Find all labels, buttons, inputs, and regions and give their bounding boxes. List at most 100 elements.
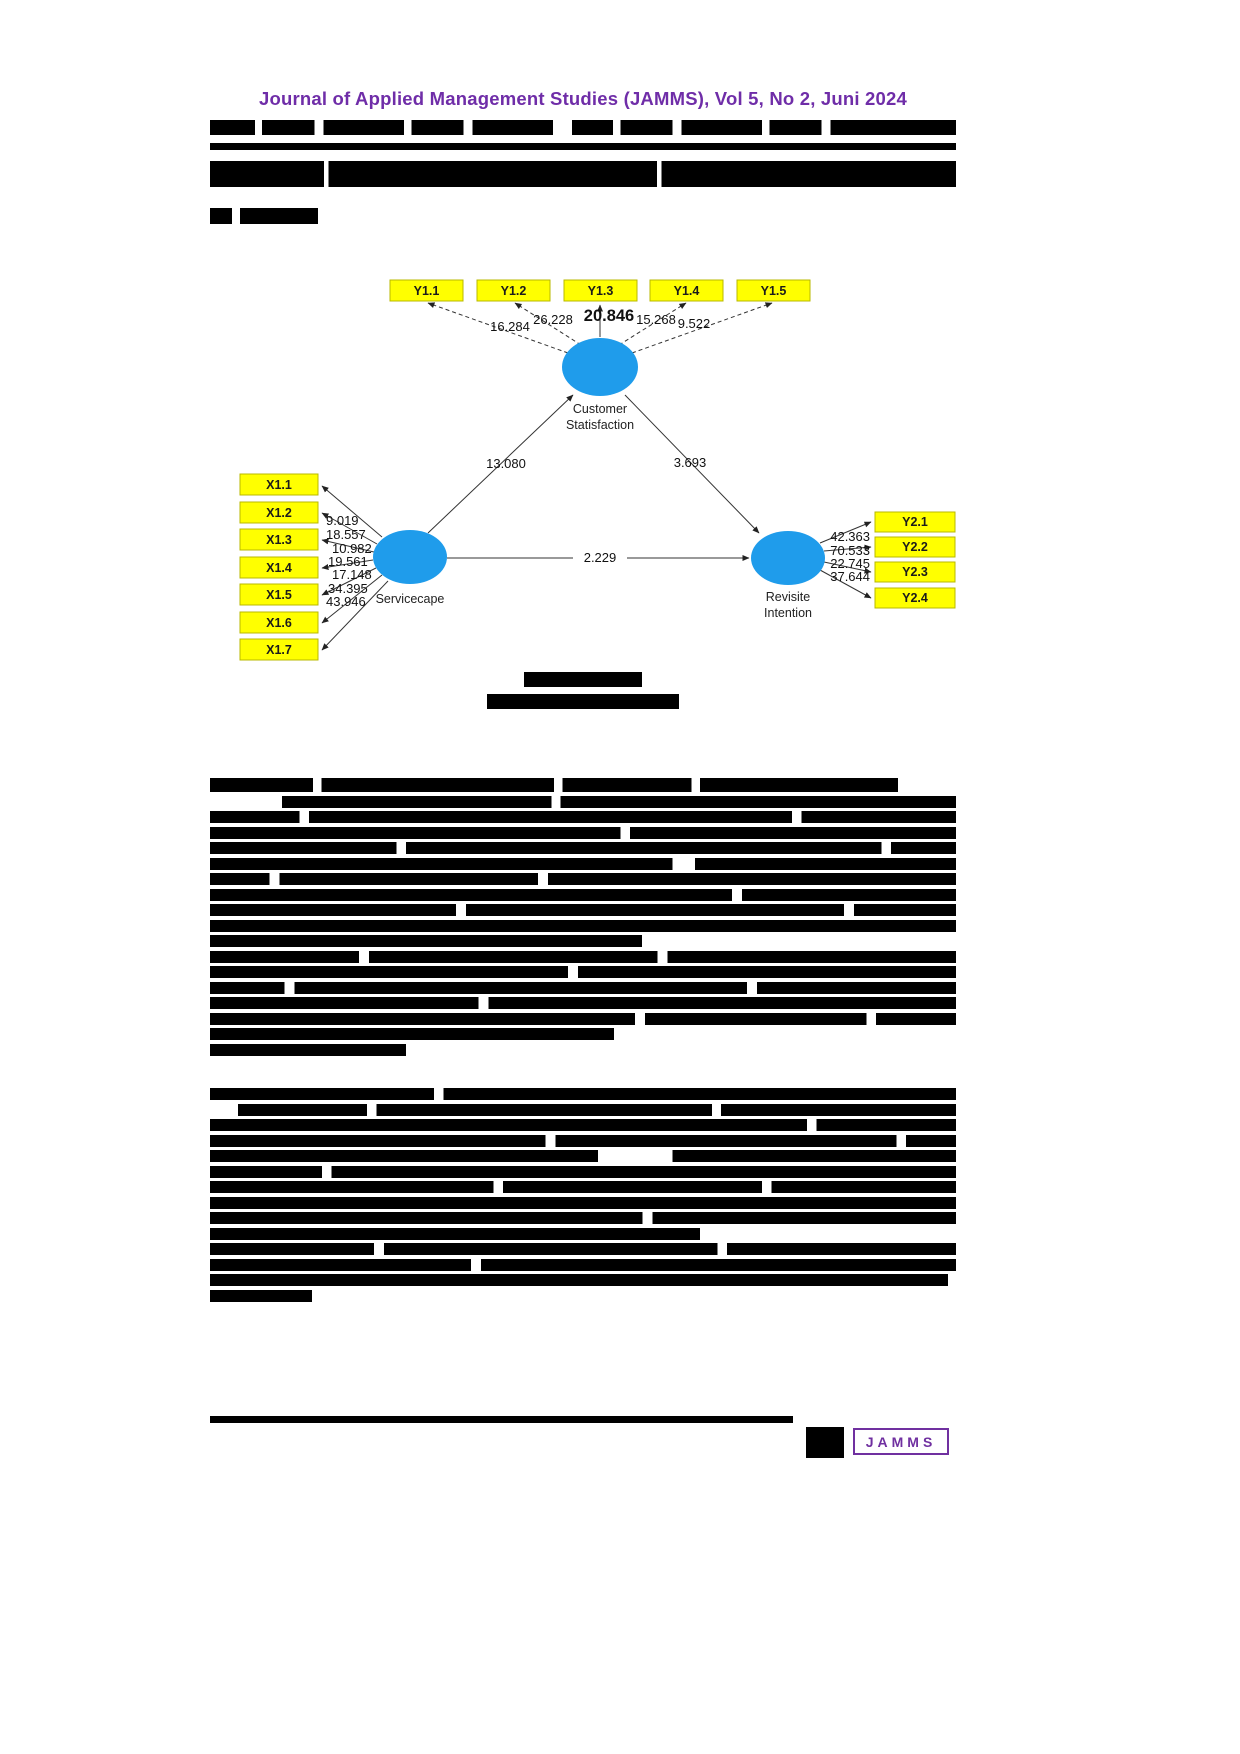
customer-to-y1-arrows — [427, 302, 773, 354]
redacted-page-number — [806, 1427, 844, 1458]
footer-rule — [210, 1416, 793, 1423]
path-value-bg — [573, 548, 627, 566]
redacted-text-line — [210, 904, 956, 916]
y1-2-value: 26.228 — [533, 312, 573, 327]
y1-2-label: Y1.2 — [501, 284, 527, 298]
redacted-heading-number — [210, 208, 232, 224]
y2-4-value: 37.644 — [830, 569, 870, 584]
y1-4-label: Y1.4 — [674, 284, 700, 298]
customer-label-line2: Statisfaction — [566, 418, 634, 432]
x1-5-box — [239, 583, 319, 606]
customer-satisfaction-construct — [562, 338, 638, 396]
redacted-text-line — [210, 981, 956, 994]
y1-5-box — [736, 279, 811, 302]
y1-3-value: 20.846 — [584, 307, 634, 325]
x1-2-box — [239, 501, 319, 524]
header-rule — [210, 143, 956, 150]
y2-2-label: Y2.2 — [902, 540, 928, 554]
y2-3-label: Y2.3 — [902, 565, 928, 579]
redacted-text-line — [210, 1134, 956, 1147]
x1-1-label: X1.1 — [266, 478, 292, 492]
x1-2-label: X1.2 — [266, 506, 292, 520]
redacted-text-line — [210, 1165, 956, 1178]
y2-3-box — [874, 561, 956, 583]
y2-4-label: Y2.4 — [902, 591, 928, 605]
x1-5-label: X1.5 — [266, 588, 292, 602]
redacted-text-line — [210, 826, 956, 839]
y2-indicator-boxes: Y2.1 Y2.2 Y2.3 Y2.4 — [874, 511, 956, 609]
journal-header-line: Journal of Applied Management Studies (J… — [258, 88, 908, 109]
page-column: Journal of Applied Management Studies (J… — [210, 0, 956, 1754]
redacted-text-line — [210, 1227, 700, 1240]
redacted-text-line — [210, 919, 956, 932]
x1-2-value: 18.557 — [326, 527, 366, 542]
y1-4-box — [649, 279, 724, 302]
sem-diagram-svg: Customer Statisfaction Servicecape Revis… — [239, 279, 956, 661]
y1-3-label: Y1.3 — [588, 284, 614, 298]
x1-6-value: 34.395 — [328, 581, 368, 596]
y1-indicator-boxes: Y1.1 Y1.2 Y1.3 Y1.4 Y1.5 — [389, 279, 811, 302]
redacted-text-line — [210, 935, 642, 947]
redacted-figure-number — [524, 672, 642, 687]
path-value-customer-revisite: 3.693 — [674, 455, 707, 470]
x1-4-box — [239, 556, 319, 579]
x1-4-value: 19.561 — [328, 554, 368, 569]
revisite-label-line1: Revisite — [766, 590, 811, 604]
x1-7-value: 43.946 — [326, 594, 366, 609]
redacted-section-heading — [210, 208, 318, 224]
x1-3-box — [239, 528, 319, 551]
y1-1-value: 16.284 — [490, 319, 530, 334]
redacted-text-line — [210, 778, 898, 792]
x1-6-label: X1.6 — [266, 616, 292, 630]
redacted-figure-caption — [487, 694, 679, 709]
y1-5-label: Y1.5 — [761, 284, 787, 298]
jamms-logo-text: JAMMS — [865, 1433, 937, 1450]
redacted-text-line — [210, 873, 956, 885]
redacted-text-line — [210, 1196, 956, 1209]
y2-4-box — [874, 587, 956, 609]
redacted-text-line — [210, 1274, 948, 1286]
revisite-to-y2-arrows — [819, 521, 872, 599]
y2-1-value: 42.363 — [830, 529, 870, 544]
y2-3-value: 22.745 — [830, 556, 870, 571]
redacted-text-line — [210, 1150, 956, 1162]
redacted-text-line — [210, 1088, 956, 1100]
redacted-text-line — [210, 888, 956, 901]
redacted-text-line — [210, 1212, 956, 1224]
servicecape-label: Servicecape — [376, 592, 445, 606]
y1-2-box — [476, 279, 551, 302]
redacted-paragraph-1 — [210, 778, 956, 1059]
jamms-logo: JAMMS — [853, 1428, 949, 1455]
x1-3-label: X1.3 — [266, 533, 292, 547]
redacted-heading-text — [240, 208, 318, 224]
y2-1-label: Y2.1 — [902, 515, 928, 529]
redacted-text-line — [210, 1289, 312, 1302]
x1-1-value: 9.019 — [326, 513, 359, 528]
x1-7-label: X1.7 — [266, 643, 292, 657]
redacted-text-line — [210, 842, 956, 854]
sem-path-diagram: Customer Statisfaction Servicecape Revis… — [210, 265, 956, 665]
redacted-text-line — [210, 1043, 406, 1056]
x1-3-value: 10.982 — [332, 541, 372, 556]
path-value-servicecape-customer: 13.080 — [486, 456, 526, 471]
redacted-text-line — [210, 811, 956, 823]
redacted-text-line — [210, 1258, 956, 1271]
y1-4-value: 15.268 — [636, 312, 676, 327]
y2-1-box — [874, 511, 956, 533]
y1-3-box — [563, 279, 638, 302]
y1-loading-values: 16.284 26.228 20.846 15.268 9.522 — [490, 307, 710, 334]
x1-5-value: 17.148 — [332, 567, 372, 582]
redacted-authors-line — [210, 120, 956, 135]
redacted-paragraph-2 — [210, 1088, 956, 1305]
redacted-text-line — [210, 966, 956, 978]
servicecape-construct — [373, 530, 447, 584]
redacted-text-line — [210, 950, 956, 963]
customer-label-line1: Customer — [573, 402, 627, 416]
path-value-servicecape-revisite: 2.229 — [584, 550, 617, 565]
x-loading-values: 9.019 18.557 10.982 19.561 17.148 34.395… — [326, 513, 372, 609]
x1-1-box — [239, 473, 319, 496]
redacted-text-line — [210, 1243, 956, 1255]
redacted-text-line — [210, 857, 956, 870]
x1-6-box — [239, 611, 319, 634]
